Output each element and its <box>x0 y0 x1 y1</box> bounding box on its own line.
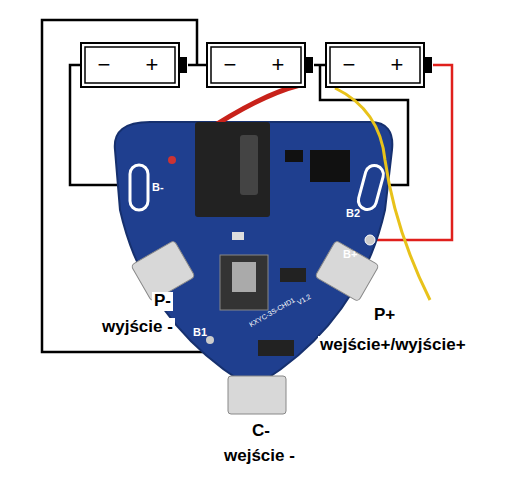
terminal-sign: + <box>146 54 159 76</box>
connector <box>195 122 270 217</box>
pad <box>168 156 176 164</box>
battery-outline <box>80 42 188 88</box>
b-plus-pad <box>365 235 375 245</box>
terminal-sign: − <box>224 54 237 76</box>
series-wire <box>314 65 325 66</box>
ic-chip <box>310 150 350 182</box>
pcb-marking: B- <box>152 181 164 193</box>
terminal-sign: − <box>98 54 111 76</box>
terminal-sign: + <box>391 54 404 76</box>
resistor <box>280 268 306 282</box>
pcb-marking: B2 <box>346 207 360 219</box>
ic-small <box>285 150 303 162</box>
b-minus-slot <box>130 165 148 210</box>
terminal-label: P+ <box>372 306 397 325</box>
battery-cell: −+ <box>325 42 433 88</box>
capacitor <box>232 232 244 240</box>
b2-slot <box>356 163 385 211</box>
series-wire <box>188 65 206 66</box>
battery-outline <box>206 42 314 88</box>
b1-pad <box>206 336 214 344</box>
terminal-label: wejście - <box>222 447 297 466</box>
terminal-sign: + <box>272 54 285 76</box>
terminal-label: P- <box>152 292 173 311</box>
terminal-label: C- <box>250 422 272 441</box>
terminal-label: wejście+/wyjście+ <box>318 336 468 355</box>
mosfet <box>220 255 268 310</box>
p-plus-tab <box>315 240 379 301</box>
mosfet-tab <box>232 262 256 292</box>
pcb-marking: B+ <box>343 248 357 260</box>
battery-outline <box>325 42 433 88</box>
pcb-marking: B1 <box>193 326 207 338</box>
c-minus-tab <box>228 376 286 414</box>
terminal-label: wyjście - <box>100 318 175 337</box>
terminal-sign: − <box>343 54 356 76</box>
connector-latch <box>240 135 258 195</box>
resistor <box>258 340 294 356</box>
battery-cell: −+ <box>206 42 314 88</box>
battery-cell: −+ <box>80 42 188 88</box>
